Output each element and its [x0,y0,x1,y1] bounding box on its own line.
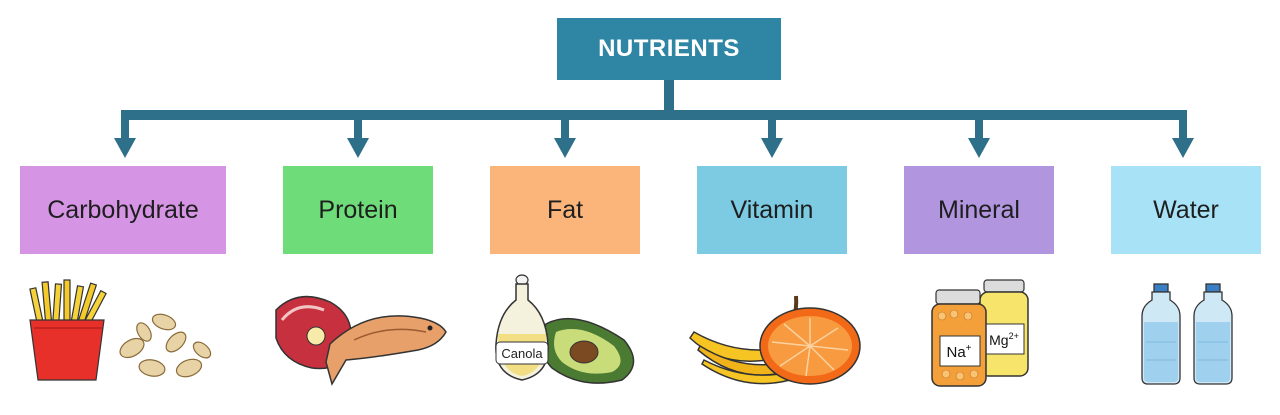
arrow-mineral [968,115,990,158]
steak-and-fish-illustration [268,288,453,393]
trunk-line [664,80,674,112]
fries-and-peanuts-illustration [24,279,214,395]
steak-fish-icon [275,295,447,386]
category-protein: Protein [283,166,433,254]
category-water: Water [1111,166,1261,254]
banana-orange-icon [689,295,861,385]
arrow-water [1172,115,1194,158]
category-mineral: Mineral [904,166,1054,254]
nutrients-root-node: NUTRIENTS [557,18,781,80]
water-bottles-icon [1141,283,1233,385]
svg-text:Na+: Na+ [946,343,971,361]
banana-and-orange-illustration [686,292,864,395]
arrow-carbohydrate [114,115,136,158]
oil-and-avocado-illustration: Canola [484,272,644,392]
fries-peanuts-icon [29,279,212,381]
arrow-fat [554,115,576,158]
water-bottles-illustration [1140,282,1236,393]
magnesium-charge: 2+ [1009,331,1019,341]
canola-label: Canola [501,346,543,361]
svg-text:Mg2+: Mg2+ [989,331,1019,348]
arrow-protein [347,115,369,158]
sodium-label: Na [946,344,966,361]
arrow-vitamin [761,115,783,158]
branch-bar [121,110,1187,120]
category-carbohydrate: Carbohydrate [20,166,226,254]
supplement-jars-illustration: Mg2+ Na+ [928,278,1038,395]
supplement-jars-icon: Mg2+ Na+ [931,279,1029,387]
oil-avocado-icon: Canola [495,274,635,384]
magnesium-label: Mg [989,332,1008,348]
category-vitamin: Vitamin [697,166,847,254]
branch-arrows [114,115,1194,158]
category-fat: Fat [490,166,640,254]
sodium-charge: + [966,343,972,354]
